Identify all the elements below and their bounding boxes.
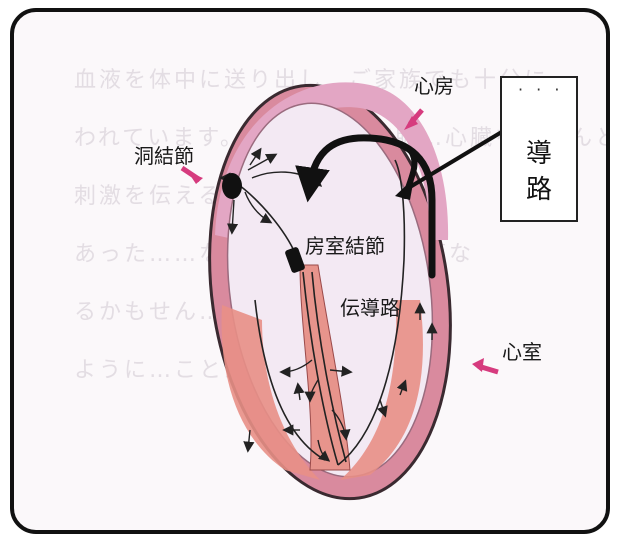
callout-text: 導 路 bbox=[502, 136, 576, 208]
callout-box: · · · 導 路 bbox=[500, 76, 578, 222]
callout-dots: · · · bbox=[518, 80, 563, 99]
ventricle-label: 心室 bbox=[502, 336, 542, 365]
av-node-label: 房室結節 bbox=[305, 230, 385, 259]
sinus-node-label: 洞結節 bbox=[134, 140, 194, 169]
sinus-node bbox=[222, 173, 242, 199]
atrium-label: 心房 bbox=[414, 70, 454, 99]
conduction-path-label: 伝導路 bbox=[340, 292, 400, 321]
